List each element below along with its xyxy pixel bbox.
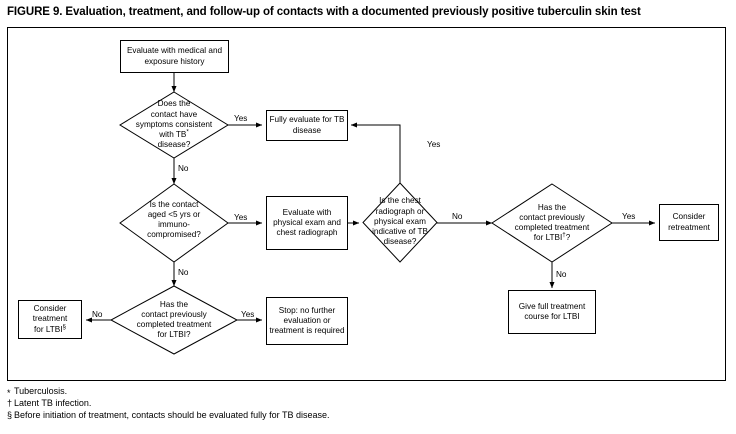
edge-label-age-yes: Yes — [234, 213, 248, 222]
decision-label-line-1: Is the contact — [149, 199, 199, 209]
edge-label-radiograph-yes: Yes — [427, 140, 441, 149]
node-label: Consider retreatment — [668, 212, 710, 232]
decision-label-line-4: indicative of TB — [372, 227, 428, 237]
decision-label-line-3: immuno- — [158, 220, 190, 229]
decision-label-line-1: Does the — [157, 99, 191, 109]
node-label: Evaluate with physical exam and chest ra… — [273, 207, 341, 238]
decision-previously-completed-treatment-left[interactable]: Has the contact previously completed tre… — [108, 297, 240, 343]
node-label: Evaluate with medical and exposure histo… — [126, 46, 223, 66]
footnote-2-text: Latent TB infection. — [14, 398, 92, 409]
decision-label-line-4: compromised? — [147, 230, 201, 240]
node-label: Fully evaluate for TB disease — [269, 115, 345, 135]
edge-label-prev-right-no: No — [556, 270, 567, 279]
figure-title: FIGURE 9. Evaluation, treatment, and fol… — [7, 6, 641, 18]
decision-symptoms-consistent-tb[interactable]: Does the contact have symptoms consisten… — [108, 97, 240, 153]
decision-label-line-1: Has the — [159, 299, 189, 309]
edge-label-radiograph-no: No — [452, 212, 463, 221]
node-label: Give full treatment course for LTBI — [518, 301, 586, 321]
decision-label-line-4: for LTBI? — [157, 330, 191, 340]
decision-label-line-2: radiograph or — [375, 206, 425, 216]
decision-label-line-4: with TB* — [159, 128, 189, 140]
decision-label-line-5: disease? — [383, 237, 417, 247]
footnote-2-mark: † — [7, 398, 13, 409]
edge-label-prev-left-yes: Yes — [241, 310, 255, 319]
decision-label-line-3: completed treatment — [514, 223, 590, 232]
decision-label-line-2: contact previously — [141, 309, 207, 319]
node-consider-retreatment[interactable]: Consider retreatment — [659, 204, 719, 241]
decision-radiograph-indicative-tb[interactable]: Is the chest radiograph or physical exam… — [352, 194, 448, 250]
edge-label-prev-right-yes: Yes — [622, 212, 636, 221]
decision-label-line-1: Is the chest — [379, 196, 421, 206]
edge-label-symptoms-yes: Yes — [234, 114, 248, 123]
decision-label-line-2: contact previously — [519, 212, 585, 222]
decision-label-line-4: for LTBI†? — [533, 231, 571, 243]
decision-label-line-3: completed treatment — [136, 320, 212, 329]
node-label-line-1: Consider — [33, 304, 67, 314]
footnote-3: §Before initiation of treatment, contact… — [7, 409, 727, 421]
footnote-3-mark: § — [7, 410, 13, 421]
footnote-1-mark: * — [7, 388, 11, 398]
node-give-full-treatment[interactable]: Give full treatment course for LTBI — [508, 290, 596, 334]
edge-label-age-no: No — [178, 268, 189, 277]
node-label-line-2: treatment — [32, 314, 68, 324]
decision-age-under-5-or-immunocompromised[interactable]: Is the contact aged <5 yrs or immuno- co… — [114, 197, 234, 243]
footnote-1: *Tuberculosis. — [7, 385, 727, 398]
footnote-3-text: Before initiation of treatment, contacts… — [14, 410, 330, 421]
node-evaluate-physical-exam[interactable]: Evaluate with physical exam and chest ra… — [266, 196, 348, 250]
decision-label-line-1: Has the — [537, 202, 567, 212]
footnote-2: †Latent TB infection. — [7, 397, 727, 409]
decision-label-line-2: aged <5 yrs or — [147, 209, 201, 219]
node-label-line-3: for LTBI§ — [34, 322, 66, 334]
decision-label-line-2: contact have — [150, 109, 198, 119]
node-fully-evaluate-tb[interactable]: Fully evaluate for TB disease — [266, 110, 348, 141]
node-evaluate-medical-history[interactable]: Evaluate with medical and exposure histo… — [120, 40, 229, 73]
decision-label-line-3: physical exam — [374, 216, 426, 226]
decision-label-line-3: symptoms consistent — [135, 119, 213, 129]
decision-label-line-5: disease? — [157, 140, 191, 150]
edge-label-prev-left-no: No — [92, 310, 103, 319]
node-stop-no-further[interactable]: Stop: no further evaluation or treatment… — [266, 297, 348, 345]
node-consider-treatment-ltbi[interactable]: Consider treatment for LTBI§ — [18, 300, 82, 339]
decision-previously-completed-treatment-right[interactable]: Has the contact previously completed tre… — [486, 200, 618, 246]
edge-label-symptoms-no: No — [178, 164, 189, 173]
node-label: Stop: no further evaluation or treatment… — [269, 305, 345, 336]
footnote-1-text: Tuberculosis. — [14, 386, 68, 396]
footnotes: *Tuberculosis. †Latent TB infection. §Be… — [7, 385, 727, 421]
